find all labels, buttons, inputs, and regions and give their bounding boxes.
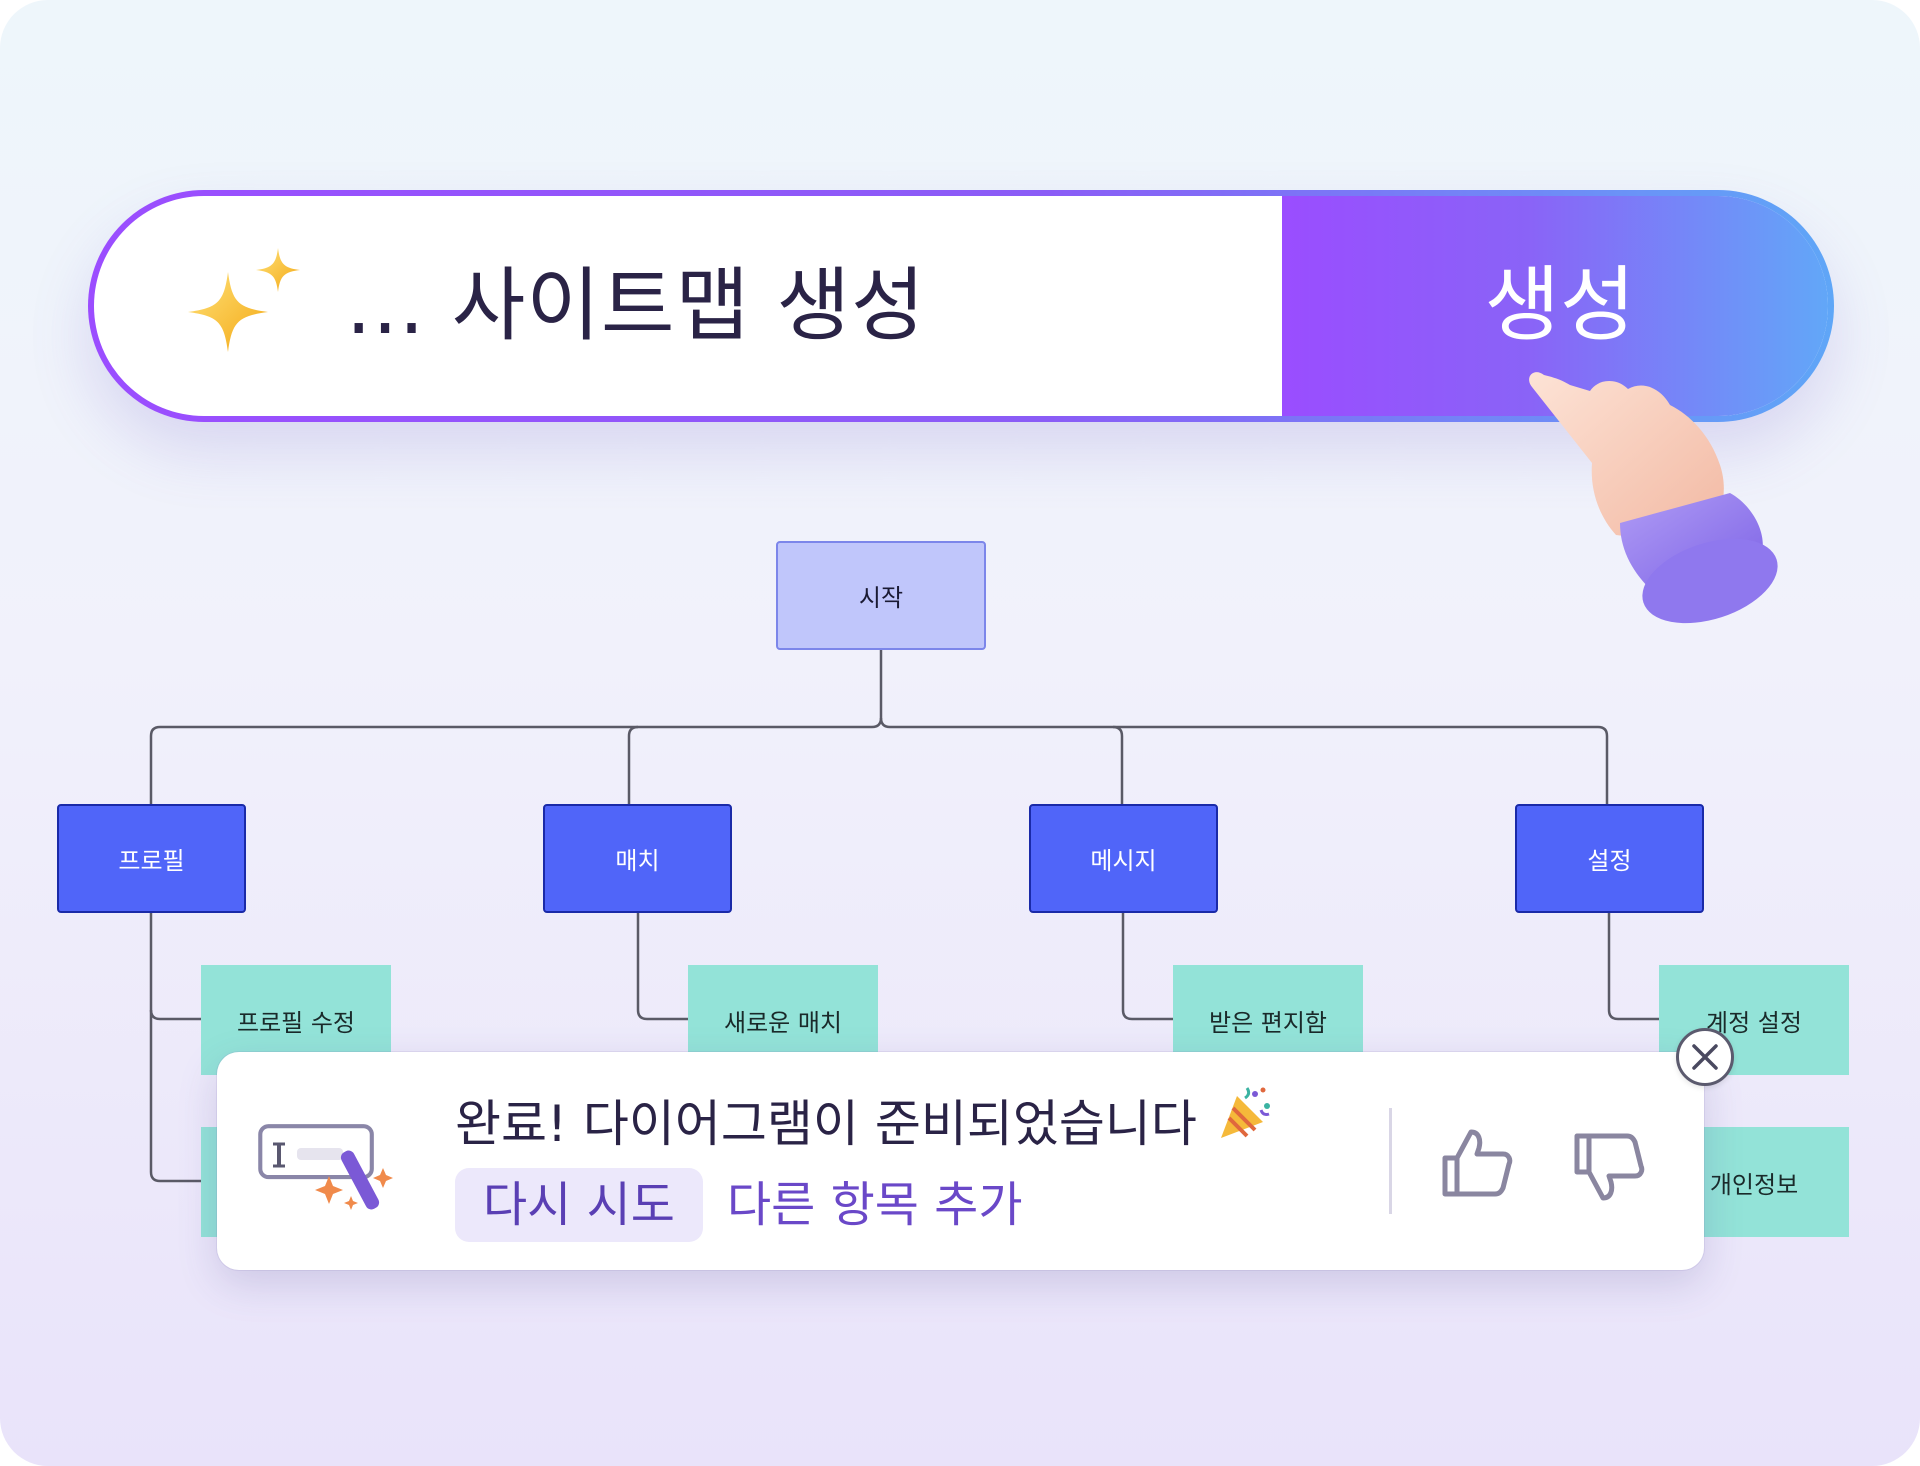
node-profile[interactable]: 프로필: [57, 804, 246, 913]
node-root-start[interactable]: 시작: [776, 541, 986, 650]
toast-message: 완료! 다이어그램이 준비되었습니다: [455, 1095, 1197, 1153]
node-label: 설정: [1587, 847, 1632, 875]
magic-wand-icon: [258, 1124, 393, 1210]
node-label: 프로필: [118, 847, 185, 875]
node-label: 새로운 매치: [723, 1008, 843, 1037]
close-x-glyph: [1692, 1044, 1718, 1070]
node-label: 프로필 수정: [236, 1008, 356, 1037]
node-label: 계정 설정: [1706, 1008, 1802, 1037]
add-more-button[interactable]: 다른 항목 추가: [727, 1177, 1023, 1233]
party-popper-icon: [1221, 1087, 1270, 1138]
node-match[interactable]: 매치: [543, 804, 732, 913]
node-label: 메시지: [1090, 847, 1157, 875]
thumbs-down-icon[interactable]: [1571, 1130, 1647, 1206]
node-label: 개인정보: [1709, 1170, 1799, 1199]
toast-divider: [1389, 1108, 1392, 1214]
success-toast: 완료! 다이어그램이 준비되었습니다 다시 시도 다른 항목 추가: [217, 1052, 1704, 1270]
hand-pointer-icon: [1529, 372, 1778, 624]
sparkles-icon: [188, 248, 300, 352]
node-label: 시작: [858, 584, 904, 612]
prompt-input[interactable]: ... 사이트맵 생성: [346, 259, 926, 352]
thumbs-up-icon[interactable]: [1439, 1124, 1515, 1200]
close-icon[interactable]: [1676, 1028, 1734, 1086]
node-settings[interactable]: 설정: [1515, 804, 1704, 913]
node-label: 매치: [615, 847, 660, 875]
node-message[interactable]: 메시지: [1029, 804, 1218, 913]
retry-button[interactable]: 다시 시도: [455, 1168, 703, 1242]
node-label: 받은 편지함: [1208, 1008, 1328, 1037]
